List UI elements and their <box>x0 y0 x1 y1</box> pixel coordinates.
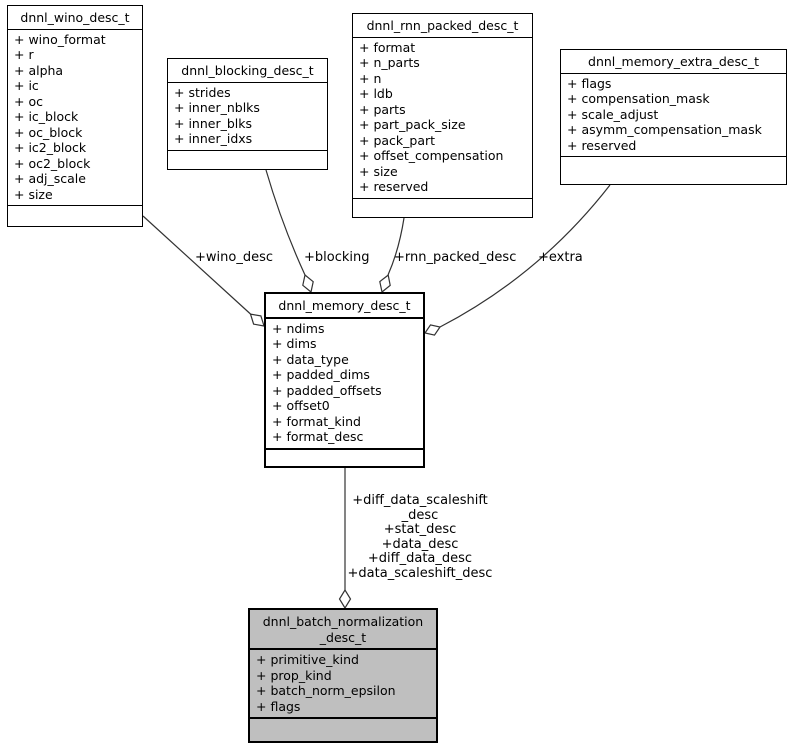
aggregation-diamond-wino <box>249 313 265 327</box>
edge-label-wino-desc: +wino_desc <box>195 250 273 265</box>
edge-label-blocking: +blocking <box>304 250 370 265</box>
field: + compensation_mask <box>567 91 710 106</box>
empty-methods-section <box>250 719 436 741</box>
class-title-line: _desc_t <box>319 629 367 645</box>
edge-label-extra: +extra <box>538 250 583 265</box>
field: + ic2_block <box>14 140 87 155</box>
field: + ldb <box>359 86 393 101</box>
edge-label-line: +diff_data_desc <box>367 551 473 567</box>
edge-label-line: +diff_data_scaleshift <box>352 493 488 508</box>
field: + data_type <box>272 351 349 367</box>
field: + asymm_compensation_mask <box>567 122 762 137</box>
field: + offset0 <box>272 398 330 413</box>
field: + padded_offsets <box>272 382 382 398</box>
edge-blocking-line <box>265 169 306 276</box>
field-list: + primitive_kind + prop_kind + batch_nor… <box>250 650 436 719</box>
field: + alpha <box>14 62 64 78</box>
aggregation-diamond-extra <box>424 324 441 336</box>
aggregation-diamond-batch-normalization <box>338 588 352 610</box>
field: + ndims <box>272 320 325 336</box>
edge-label-line: _desc <box>401 507 439 523</box>
empty-methods-section <box>168 151 327 170</box>
aggregation-diamond-blocking <box>302 273 314 294</box>
field: + batch_norm_epsilon <box>256 683 396 698</box>
class-box-dnnl-batch-normalization-desc-t[interactable]: dnnl_batch_normalization _desc_t + primi… <box>248 608 438 743</box>
field: + inner_nblks <box>174 100 260 115</box>
field-list: + format + n_parts + n + ldb + parts + p… <box>353 38 532 199</box>
field: + inner_idxs <box>174 131 253 146</box>
empty-methods-section <box>353 199 532 218</box>
field: + oc <box>14 93 43 109</box>
class-box-dnnl-memory-extra-desc-t[interactable]: dnnl_memory_extra_desc_t + flags + compe… <box>560 49 787 185</box>
field: + adj_scale <box>14 171 86 186</box>
field: + wino_format <box>14 31 106 47</box>
field: + flags <box>567 75 612 91</box>
field: + ic <box>14 78 39 93</box>
class-box-dnnl-memory-desc-t[interactable]: dnnl_memory_desc_t + ndims + dims + data… <box>264 292 425 468</box>
field: + scale_adjust <box>567 106 659 122</box>
class-title: dnnl_wino_desc_t <box>8 6 142 30</box>
field: + dims <box>272 336 317 351</box>
field: + format <box>359 39 416 55</box>
class-title: dnnl_memory_desc_t <box>266 294 423 319</box>
field: + size <box>14 186 53 202</box>
field: + n <box>359 70 382 86</box>
edge-label-line: +stat_desc <box>383 522 457 538</box>
field-list: + flags + compensation_mask + scale_adju… <box>561 74 786 157</box>
empty-methods-section <box>8 206 142 226</box>
field: + n_parts <box>359 55 420 70</box>
field: + primitive_kind <box>256 652 359 667</box>
edge-label-rnn-packed-desc: +rnn_packed_desc <box>394 250 517 265</box>
field: + flags <box>256 698 301 714</box>
field: + strides <box>174 84 231 100</box>
field: + format_desc <box>272 429 364 444</box>
edge-label-batch-normalization-members: +diff_data_scaleshift _desc +stat_desc +… <box>340 493 500 582</box>
class-title: dnnl_memory_extra_desc_t <box>561 50 786 74</box>
edge-extra-line <box>439 184 611 328</box>
class-title-line: dnnl_batch_normalization <box>262 614 424 629</box>
empty-methods-section <box>266 450 423 467</box>
field-list: + strides + inner_nblks + inner_blks + i… <box>168 83 327 151</box>
field: + format_kind <box>272 413 361 429</box>
field: + ic_block <box>14 109 79 124</box>
class-title: dnnl_rnn_packed_desc_t <box>353 14 532 38</box>
class-title: dnnl_batch_normalization _desc_t <box>250 610 436 650</box>
field: + prop_kind <box>256 667 332 683</box>
empty-methods-section <box>561 157 786 184</box>
field: + reserved <box>359 179 429 194</box>
edge-label-line: +data_desc <box>381 536 459 552</box>
class-box-dnnl-wino-desc-t[interactable]: dnnl_wino_desc_t + wino_format + r + alp… <box>7 5 143 227</box>
field: + reserved <box>567 137 637 153</box>
aggregation-diamond-rnn-packed <box>379 274 391 294</box>
field: + parts <box>359 101 406 117</box>
field: + part_pack_size <box>359 117 466 132</box>
field: + oc2_block <box>14 155 91 171</box>
edge-rnn-packed-line <box>387 217 405 276</box>
edge-label-line: +data_scaleshift_desc <box>347 565 493 581</box>
field: + inner_blks <box>174 115 253 131</box>
edge-wino-line <box>142 215 251 315</box>
class-box-dnnl-rnn-packed-desc-t[interactable]: dnnl_rnn_packed_desc_t + format + n_part… <box>352 13 533 218</box>
field: + padded_dims <box>272 367 370 382</box>
field-list: + ndims + dims + data_type + padded_dims… <box>266 319 423 450</box>
field-list: + wino_format + r + alpha + ic + oc + ic… <box>8 30 142 206</box>
field: + r <box>14 47 34 62</box>
class-title: dnnl_blocking_desc_t <box>168 59 327 83</box>
class-box-dnnl-blocking-desc-t[interactable]: dnnl_blocking_desc_t + strides + inner_n… <box>167 58 328 170</box>
field: + pack_part <box>359 132 436 148</box>
field: + oc_block <box>14 124 83 140</box>
field: + size <box>359 163 398 179</box>
field: + offset_compensation <box>359 148 504 163</box>
